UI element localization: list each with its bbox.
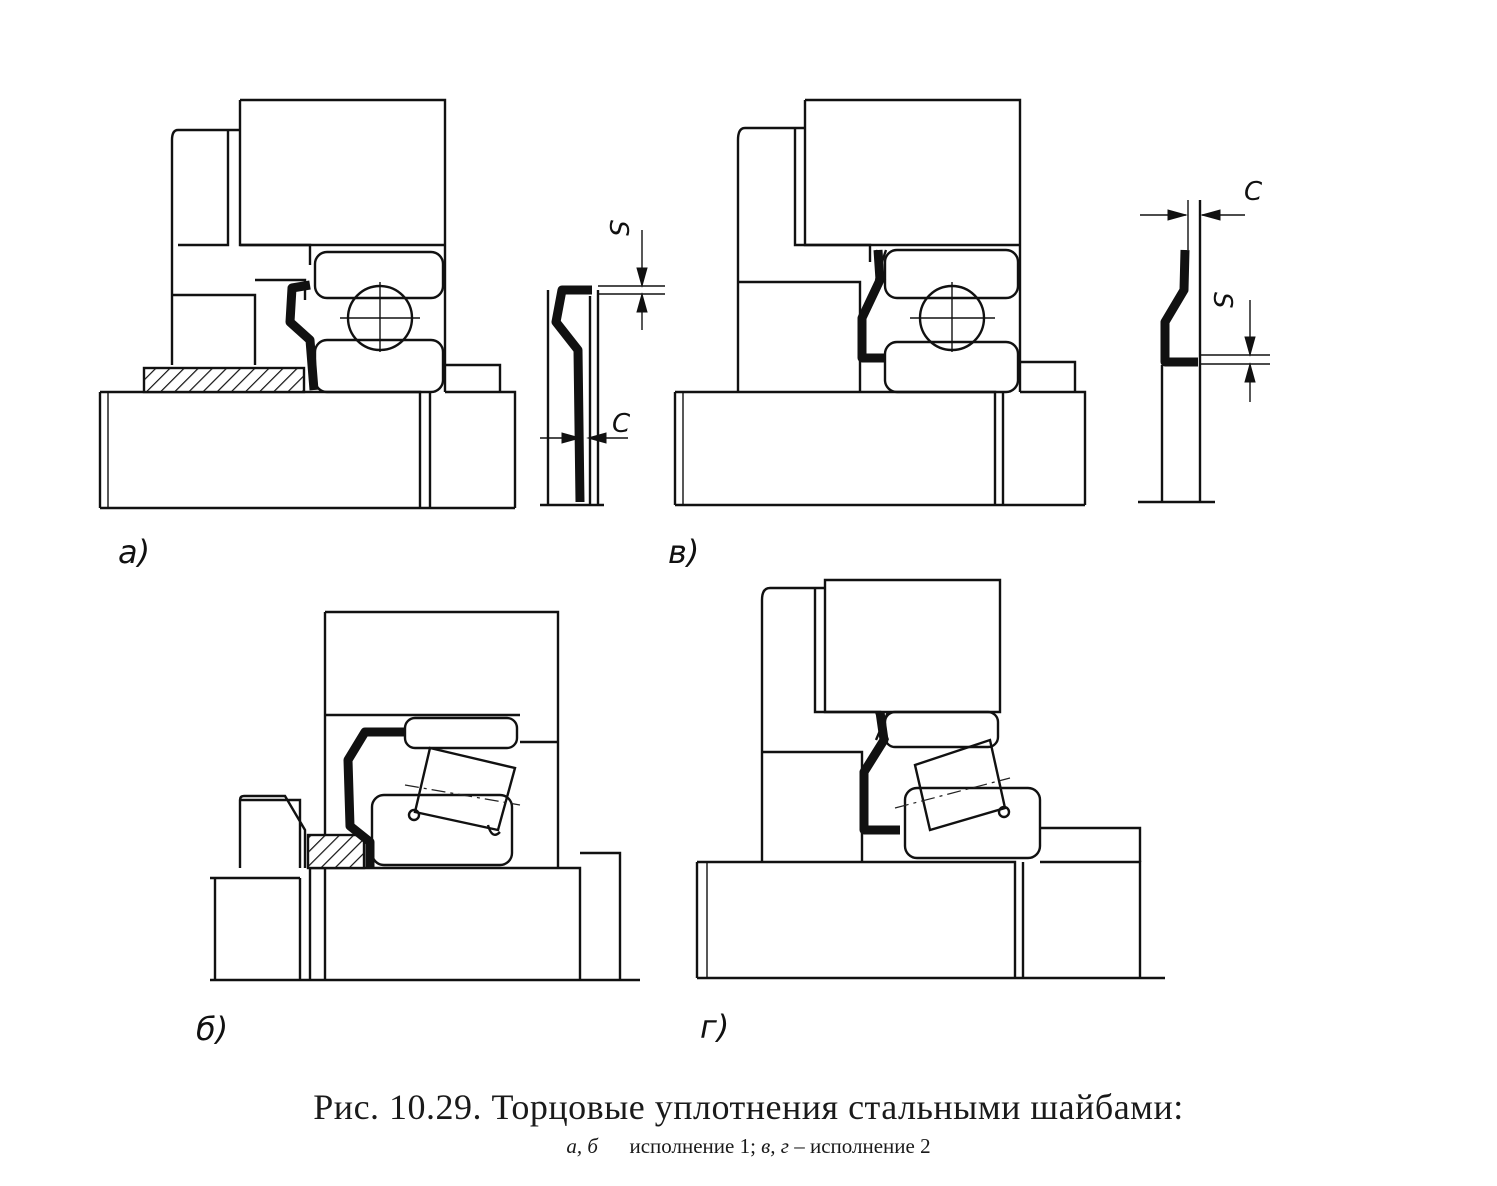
caption-sub-text2: исполнение 2 xyxy=(809,1134,931,1158)
panel-v-thickness-label: S xyxy=(1207,292,1237,309)
caption-sub-vg: в, г – xyxy=(761,1134,805,1158)
panel-a-seal-detail xyxy=(540,230,665,507)
caption-sub: а, б исполнение 1; в, г – исполнение 2 xyxy=(0,1134,1497,1159)
panel-a-label: а) xyxy=(118,533,150,571)
panel-a-thickness-label: S xyxy=(603,220,633,237)
panel-v-gap-label: C xyxy=(1244,177,1263,207)
panel-a-gap-label: C xyxy=(612,409,631,439)
panel-b-assembly xyxy=(210,610,640,982)
caption-sub-ab: а, б xyxy=(566,1134,598,1158)
panel-a-assembly xyxy=(98,98,517,510)
caption-main: Рис. 10.29. Торцовые уплотнения стальным… xyxy=(313,1087,1184,1127)
panel-g-assembly xyxy=(695,578,1165,980)
caption-sub-text1: исполнение 1; xyxy=(629,1134,756,1158)
panel-g-label: г) xyxy=(700,1008,729,1046)
panel-b-label: б) xyxy=(196,1010,228,1048)
figure-caption: Рис. 10.29. Торцовые уплотнения стальным… xyxy=(0,1086,1497,1159)
panel-v-label: в) xyxy=(668,533,699,571)
panel-v-seal-detail xyxy=(1138,200,1270,504)
panel-v-assembly xyxy=(673,98,1087,507)
